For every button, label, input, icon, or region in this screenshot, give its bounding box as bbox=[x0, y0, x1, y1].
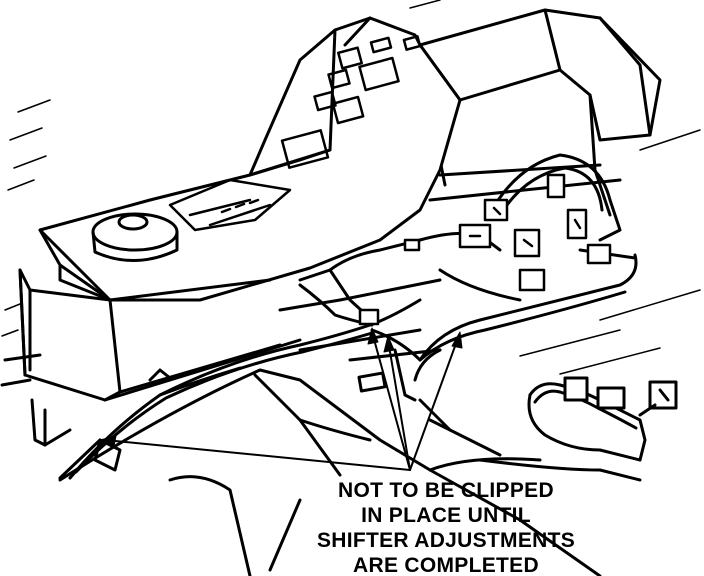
detached-connector-harness bbox=[527, 376, 678, 462]
harness-connectors bbox=[358, 173, 612, 326]
callout-line-2: IN PLACE UNTIL bbox=[361, 504, 531, 527]
console-front-base bbox=[0, 268, 302, 447]
callout-leader-lines bbox=[104, 331, 459, 471]
cup-holder bbox=[91, 212, 179, 262]
callout-line-3: SHIFTER ADJUSTMENTS bbox=[316, 529, 576, 552]
callout-arrowheads bbox=[99, 327, 463, 447]
callout-note: NOT TO BE CLIPPED IN PLACE UNTIL SHIFTER… bbox=[296, 478, 596, 576]
shifter-area bbox=[168, 178, 292, 232]
callout-line-1: NOT TO BE CLIPPED bbox=[338, 479, 554, 502]
console-rear-armrest bbox=[418, 8, 662, 217]
console-body bbox=[38, 16, 462, 302]
callout-line-4: ARE COMPLETED bbox=[353, 554, 539, 576]
switch-panel bbox=[280, 35, 422, 169]
background-shading bbox=[1, 0, 701, 375]
